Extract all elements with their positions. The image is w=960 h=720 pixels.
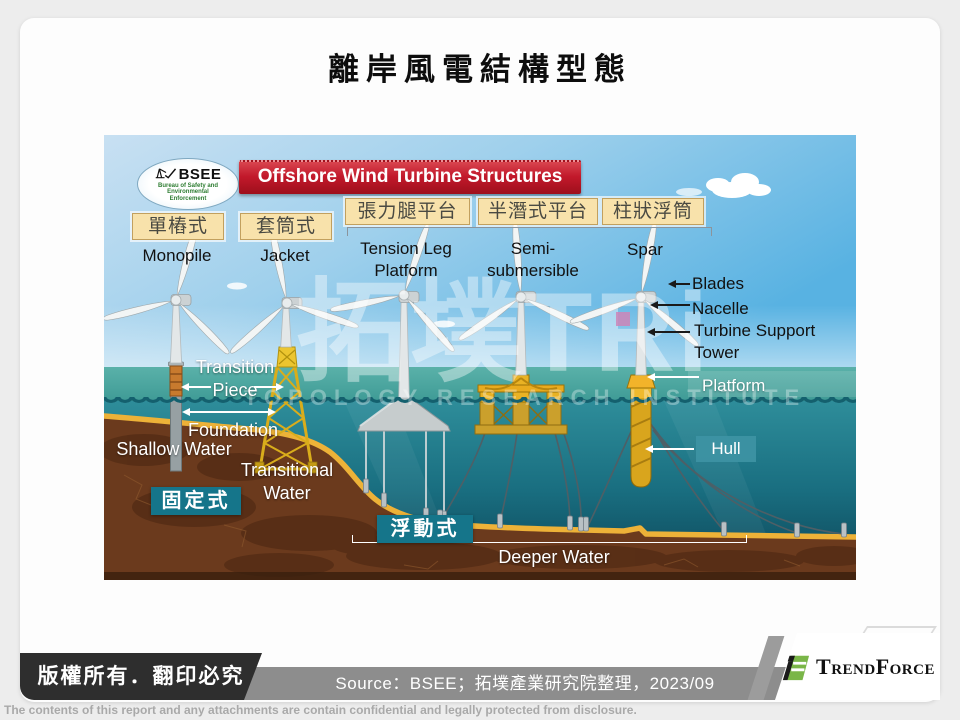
diagram-banner: Offshore Wind Turbine Structures (239, 160, 581, 194)
nacelle-arrow (650, 300, 690, 309)
monopile-turbine (104, 210, 260, 472)
oil-rig-icon (155, 168, 176, 179)
type-label-spar-en: Spar (627, 240, 663, 259)
bsee-acronym: BSEE (178, 165, 222, 183)
type-label-monopile-zh: 單樁式 (132, 213, 224, 240)
copyright-ribbon: 版權所有．翻印必究 (20, 653, 262, 700)
type-label-monopile-en: Monopile (142, 246, 212, 265)
fixed-type-badge: 固定式 (151, 487, 241, 515)
hull-arrow (645, 444, 694, 453)
waterline-waves (104, 397, 856, 405)
transition-piece-arrow-left (181, 382, 211, 391)
type-label-spar-zh: 柱狀浮筒 (602, 198, 704, 225)
floating-type-badge: 浮動式 (377, 515, 473, 543)
bsee-subtitle: Bureau of Safety and Environmental Enfor… (157, 182, 218, 202)
foundation-label: Foundation (187, 420, 279, 440)
platform-label-band (688, 371, 856, 397)
type-label-tlp-zh: 張力腿平台 (345, 198, 470, 225)
watermark-subtitle: TOPOLOGY RESEARCH INSTITUTE (244, 385, 807, 410)
blades-label: Blades (692, 274, 744, 293)
turbine-support-arrow (647, 327, 690, 336)
floating-types-bracket (347, 227, 712, 236)
transitional-water-label: Transitional Water (240, 460, 334, 504)
deeper-water-bracket (352, 535, 747, 543)
blades-arrow (668, 279, 690, 288)
clouds (227, 173, 771, 328)
sand-line (104, 413, 856, 540)
turbine-support-tower-label: Turbine Support Tower (694, 321, 816, 363)
offshore-wind-diagram: 拓墣TRi TOPOLOGY RESEARCH INSTITUTE BSEE B… (104, 135, 856, 580)
watermark-text: 拓墣TRi (296, 270, 711, 395)
shallow-water-label: Shallow Water (116, 439, 232, 459)
source-bar: Source：BSEE；拓墣產業研究院整理，2023/09 (230, 667, 820, 700)
type-label-semisub-en: Semi- submersible (487, 239, 579, 281)
transition-piece-label: Transition Piece (195, 357, 275, 401)
foundation-arrow (182, 407, 276, 416)
bsee-logo: BSEE Bureau of Safety and Environmental … (137, 158, 239, 210)
platform-label: Platform (702, 376, 766, 395)
trendforce-wordmark: TrendForce (816, 653, 935, 679)
nacelle-label: Nacelle (692, 299, 749, 318)
type-label-tlp-en: Tension Leg Platform (360, 239, 452, 281)
page-title: 離岸風電結構型態 (328, 52, 632, 88)
deeper-water-label: Deeper Water (498, 547, 610, 567)
semisub-turbine (448, 216, 591, 435)
trendforce-logo: TrendForce (775, 633, 940, 700)
scene-illustration (104, 135, 856, 580)
type-label-semisub-zh: 半潛式平台 (478, 198, 598, 225)
transition-piece-arrow-right (254, 382, 284, 391)
tlp-turbine (328, 203, 491, 432)
type-label-jacket-zh: 套筒式 (240, 213, 332, 240)
watermark-pink-dot (616, 312, 630, 326)
platform-arrow (647, 372, 699, 381)
hull-label: Hull (696, 436, 756, 462)
type-label-jacket-en: Jacket (260, 246, 310, 265)
disclaimer-text: The contents of this report and any atta… (4, 703, 637, 717)
